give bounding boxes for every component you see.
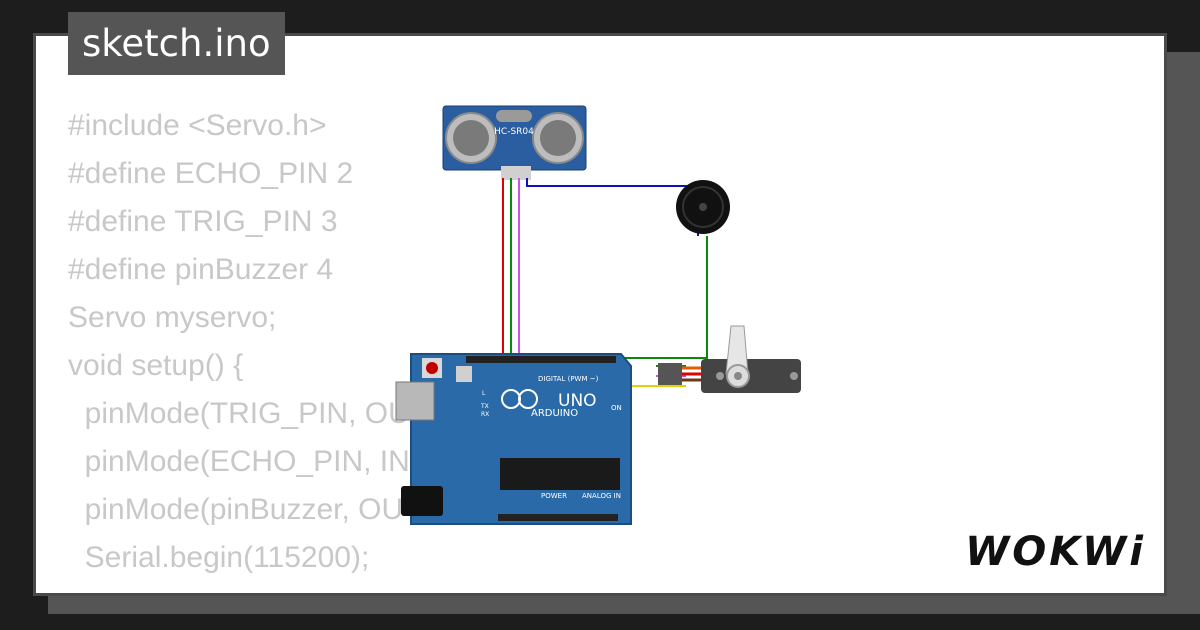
code-line: #define pinBuzzer 4 <box>68 253 334 286</box>
code-line: myservo.attach(5); <box>68 582 506 593</box>
board-model: UNO <box>558 391 597 411</box>
servo-connector <box>658 363 701 385</box>
board-brand: ARDUINO <box>531 408 578 419</box>
wire-buzzer-signal <box>526 236 708 359</box>
board-tx-label: TX <box>480 403 489 410</box>
reset-button <box>426 362 438 374</box>
board-power-label: POWER <box>541 492 567 500</box>
usb-port <box>395 381 435 421</box>
power-analog-header <box>498 514 618 521</box>
board-analog-label: ANALOG IN <box>582 492 621 500</box>
digital-header <box>466 356 616 363</box>
servo-motor[interactable] <box>701 325 801 393</box>
power-jack <box>401 486 443 516</box>
ultrasonic-sensor[interactable]: HC-SR04 <box>442 105 587 180</box>
code-line: void setup() { <box>68 349 244 382</box>
board-on-label: ON <box>611 404 622 412</box>
sensor-label: HC-SR04 <box>494 127 534 137</box>
atmega-chip <box>500 458 620 490</box>
code-line: #define TRIG_PIN 3 <box>68 205 338 238</box>
code-line: #define ECHO_PIN 2 <box>68 157 354 190</box>
wire-buzzer-gnd <box>526 178 699 236</box>
board-l-label: L <box>482 390 486 397</box>
code-line: #include <Servo.h> <box>68 109 327 142</box>
code-line: Serial.begin(115200); <box>68 541 370 574</box>
board-rx-label: RX <box>481 411 489 418</box>
preview-card: #include <Servo.h> #define ECHO_PIN 2 #def… <box>33 33 1167 596</box>
buzzer[interactable] <box>676 180 730 234</box>
wokwi-logo: WOKWi <box>965 529 1146 575</box>
code-line: Servo myservo; <box>68 301 277 334</box>
arduino-uno-board[interactable]: ARDUINO UNO DIGITAL (PWM ~) ON POWER ANA… <box>395 353 632 525</box>
code-preview: #include <Servo.h> #define ECHO_PIN 2 #def… <box>68 102 506 593</box>
board-digital-label: DIGITAL (PWM ~) <box>538 375 599 383</box>
circuit-diagram: HC-SR04 <box>395 105 801 525</box>
file-tab[interactable]: sketch.ino <box>68 12 285 75</box>
